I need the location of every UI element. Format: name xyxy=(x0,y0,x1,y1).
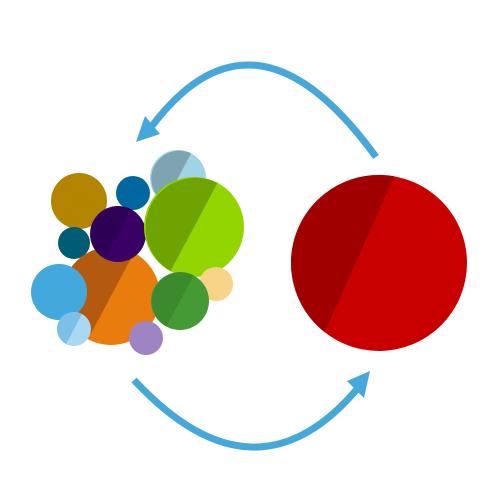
top-curved-arrow xyxy=(149,61,379,160)
lime-circle xyxy=(144,177,244,277)
dark-teal-circle xyxy=(58,227,90,259)
sky-blue-circle xyxy=(31,264,87,320)
light-blue-circle xyxy=(57,312,91,346)
mustard-circle-fill xyxy=(51,173,107,229)
lavender-circle xyxy=(129,321,163,355)
purple-circle xyxy=(90,206,146,262)
large-red-circle-shade xyxy=(290,174,395,333)
circle-cluster xyxy=(31,150,244,355)
small-blue-circle xyxy=(116,176,150,210)
bottom-curved-arrow xyxy=(131,377,361,451)
bottom-arrow-head xyxy=(347,371,370,398)
lavender-circle-fill xyxy=(129,321,163,355)
small-blue-circle-fill xyxy=(116,176,150,210)
dark-teal-circle-fill xyxy=(58,227,90,259)
green-circle-shade xyxy=(151,272,194,327)
green-circle xyxy=(151,272,209,330)
sky-blue-circle-fill xyxy=(31,264,87,320)
mustard-circle xyxy=(51,173,107,229)
cycle-arrows xyxy=(131,61,379,451)
top-arrow-head xyxy=(136,116,160,142)
light-blue-circle-shade xyxy=(57,312,82,344)
merged-circle-group xyxy=(290,174,467,351)
purple-circle-shade xyxy=(91,206,132,259)
lime-circle-shade xyxy=(145,177,218,272)
